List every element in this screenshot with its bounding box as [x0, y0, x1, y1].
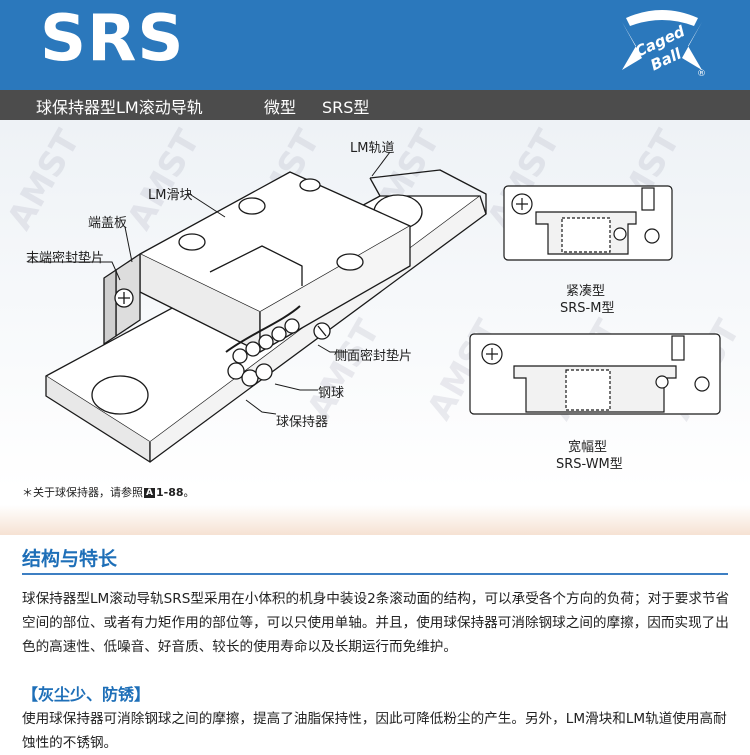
subsection-title: 【灰尘少、防锈】 — [22, 685, 151, 704]
label-end-plate: 端盖板 — [88, 216, 128, 231]
label-ball: 钢球 — [318, 386, 345, 401]
page-ref-badge: A — [144, 488, 155, 498]
caged-ball-logo: Caged Ball ® — [622, 10, 706, 79]
subsection-paragraph: 使用球保持器可消除钢球之间的摩擦，提高了油脂保持性，因此可降低粉尘的产生。另外，… — [22, 711, 727, 751]
label-side-seal: 侧面密封垫片 — [334, 349, 413, 364]
subtitle-part1: 球保持器型LM滚动导轨 — [36, 98, 203, 117]
compact-type-section — [503, 185, 673, 261]
product-title: SRS — [40, 2, 185, 76]
svg-text:®: ® — [697, 69, 706, 79]
header-bar: SRS Caged Ball ® — [0, 0, 750, 90]
label-block: LM滑块 — [148, 188, 193, 203]
page-ref: 1-88 — [155, 486, 184, 499]
section-band — [0, 505, 750, 535]
subtitle-part2: 微型 — [264, 98, 297, 117]
label-cage: 球保持器 — [276, 415, 329, 430]
compact-type-name: 紧凑型 — [566, 284, 606, 299]
lm-guide-drawing — [28, 151, 487, 463]
subtitle-bar: 球保持器型LM滚动导轨 微型 SRS型 — [0, 90, 750, 120]
label-rail: LM轨道 — [350, 141, 395, 156]
compact-type-model: SRS-M型 — [560, 301, 615, 316]
section-divider — [22, 573, 728, 575]
subtitle-part3: SRS型 — [322, 98, 370, 117]
section-title: 结构与特长 — [22, 548, 118, 570]
wide-type-model: SRS-WM型 — [556, 457, 623, 472]
footnote-text: ＊关于球保持器，请参照 — [22, 486, 143, 499]
wide-type-name: 宽幅型 — [568, 440, 608, 455]
footnote-suffix: 。 — [183, 486, 195, 499]
label-end-seal: 末端密封垫片 — [26, 251, 105, 266]
section-paragraph: 球保持器型LM滚动导轨SRS型采用在小体积的机身中装设2条滚动面的结构，可以承受… — [22, 591, 730, 655]
wide-type-section — [469, 333, 721, 415]
